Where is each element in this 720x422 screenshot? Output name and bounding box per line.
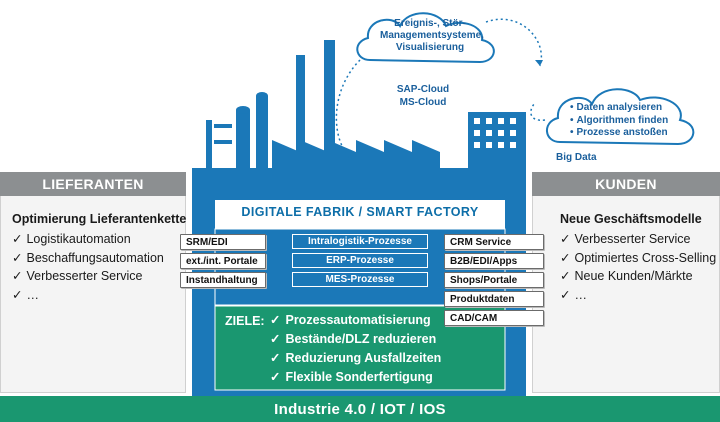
sap-cloud-label: SAP-Cloud MS-Cloud — [388, 84, 458, 109]
suppliers-item: … — [12, 286, 164, 305]
big-data-label: Big Data — [556, 152, 597, 163]
suppliers-item: Verbesserter Service — [12, 267, 164, 286]
tag-b2b-edi-apps: B2B/EDI/Apps — [444, 253, 544, 269]
cloud-top — [356, 12, 495, 64]
process-erp: ERP-Prozesse — [292, 253, 428, 268]
customers-item: Verbesserter Service — [560, 230, 716, 249]
cloud-top-line-1: Ereignis-, Stör- — [394, 18, 466, 29]
cloud-right-item: Daten analysieren — [570, 102, 668, 115]
customers-item: … — [560, 286, 716, 305]
goal-item: Reduzierung Ausfallzeiten — [270, 349, 441, 368]
suppliers-item: Beschaffungsautomation — [12, 249, 163, 268]
customers-header: KUNDEN — [532, 172, 720, 196]
tag-portale: ext./int. Portale — [180, 253, 266, 269]
footer-banner: Industrie 4.0 / IOT / IOS — [0, 396, 720, 422]
tag-shops-portale: Shops/Portale — [444, 272, 544, 288]
customers-item: Optimiertes Cross-Selling — [560, 249, 716, 268]
suppliers-list: Logistikautomation Beschaffungsautomatio… — [12, 230, 164, 305]
customers-list: Verbesserter Service Optimiertes Cross-S… — [560, 230, 716, 304]
tag-instandhaltung: Instandhaltung — [180, 272, 266, 288]
cloud-top-line-2: Managementsysteme, — [380, 30, 484, 41]
goal-item: Prozessautomatisierung — [270, 311, 441, 330]
tag-produktdaten: Produktdaten — [444, 291, 544, 307]
suppliers-title: Optimierung Lieferantenkette — [12, 212, 187, 226]
chimney-2 — [324, 40, 335, 165]
customers-title: Neue Geschäftsmodelle — [560, 212, 702, 226]
goal-item: Flexible Sonderfertigung — [270, 368, 441, 387]
tank-1 — [236, 110, 250, 170]
chimney-1 — [296, 55, 305, 165]
goal-item: Bestände/DLZ reduzieren — [270, 330, 441, 349]
cloud-right-item: Algorithmen finden — [570, 115, 669, 128]
goals-list: Prozessautomatisierung Bestände/DLZ redu… — [270, 311, 441, 387]
sap-cloud-line-2: MS-Cloud — [399, 96, 447, 108]
tank-2 — [256, 96, 268, 170]
cloud-top-line-3: Visualisierung — [395, 42, 465, 53]
cloud-top-text: Ereignis-, Stör- Managementsysteme, Visu… — [380, 18, 484, 54]
process-mes: MES-Prozesse — [292, 272, 428, 287]
process-intralogistik: Intralogistik-Prozesse — [292, 234, 428, 249]
cloud-right-item: Prozesse anstoßen — [570, 127, 668, 140]
customers-item: Neue Kunden/Märkte — [560, 267, 716, 286]
tag-cad-cam: CAD/CAM — [444, 310, 544, 326]
suppliers-header: LIEFERANTEN — [0, 172, 186, 196]
cloud-right-list: Daten analysieren Algorithmen finden Pro… — [570, 102, 669, 140]
goals-label: ZIELE: — [225, 314, 265, 328]
tag-crm-service: CRM Service — [444, 234, 544, 250]
suppliers-item: Logistikautomation — [12, 230, 164, 249]
tag-srm-edi: SRM/EDI — [180, 234, 266, 250]
sap-cloud-line-1: SAP-Cloud — [396, 84, 450, 95]
factory-title: DIGITALE FABRIK / SMART FACTORY — [241, 205, 479, 219]
